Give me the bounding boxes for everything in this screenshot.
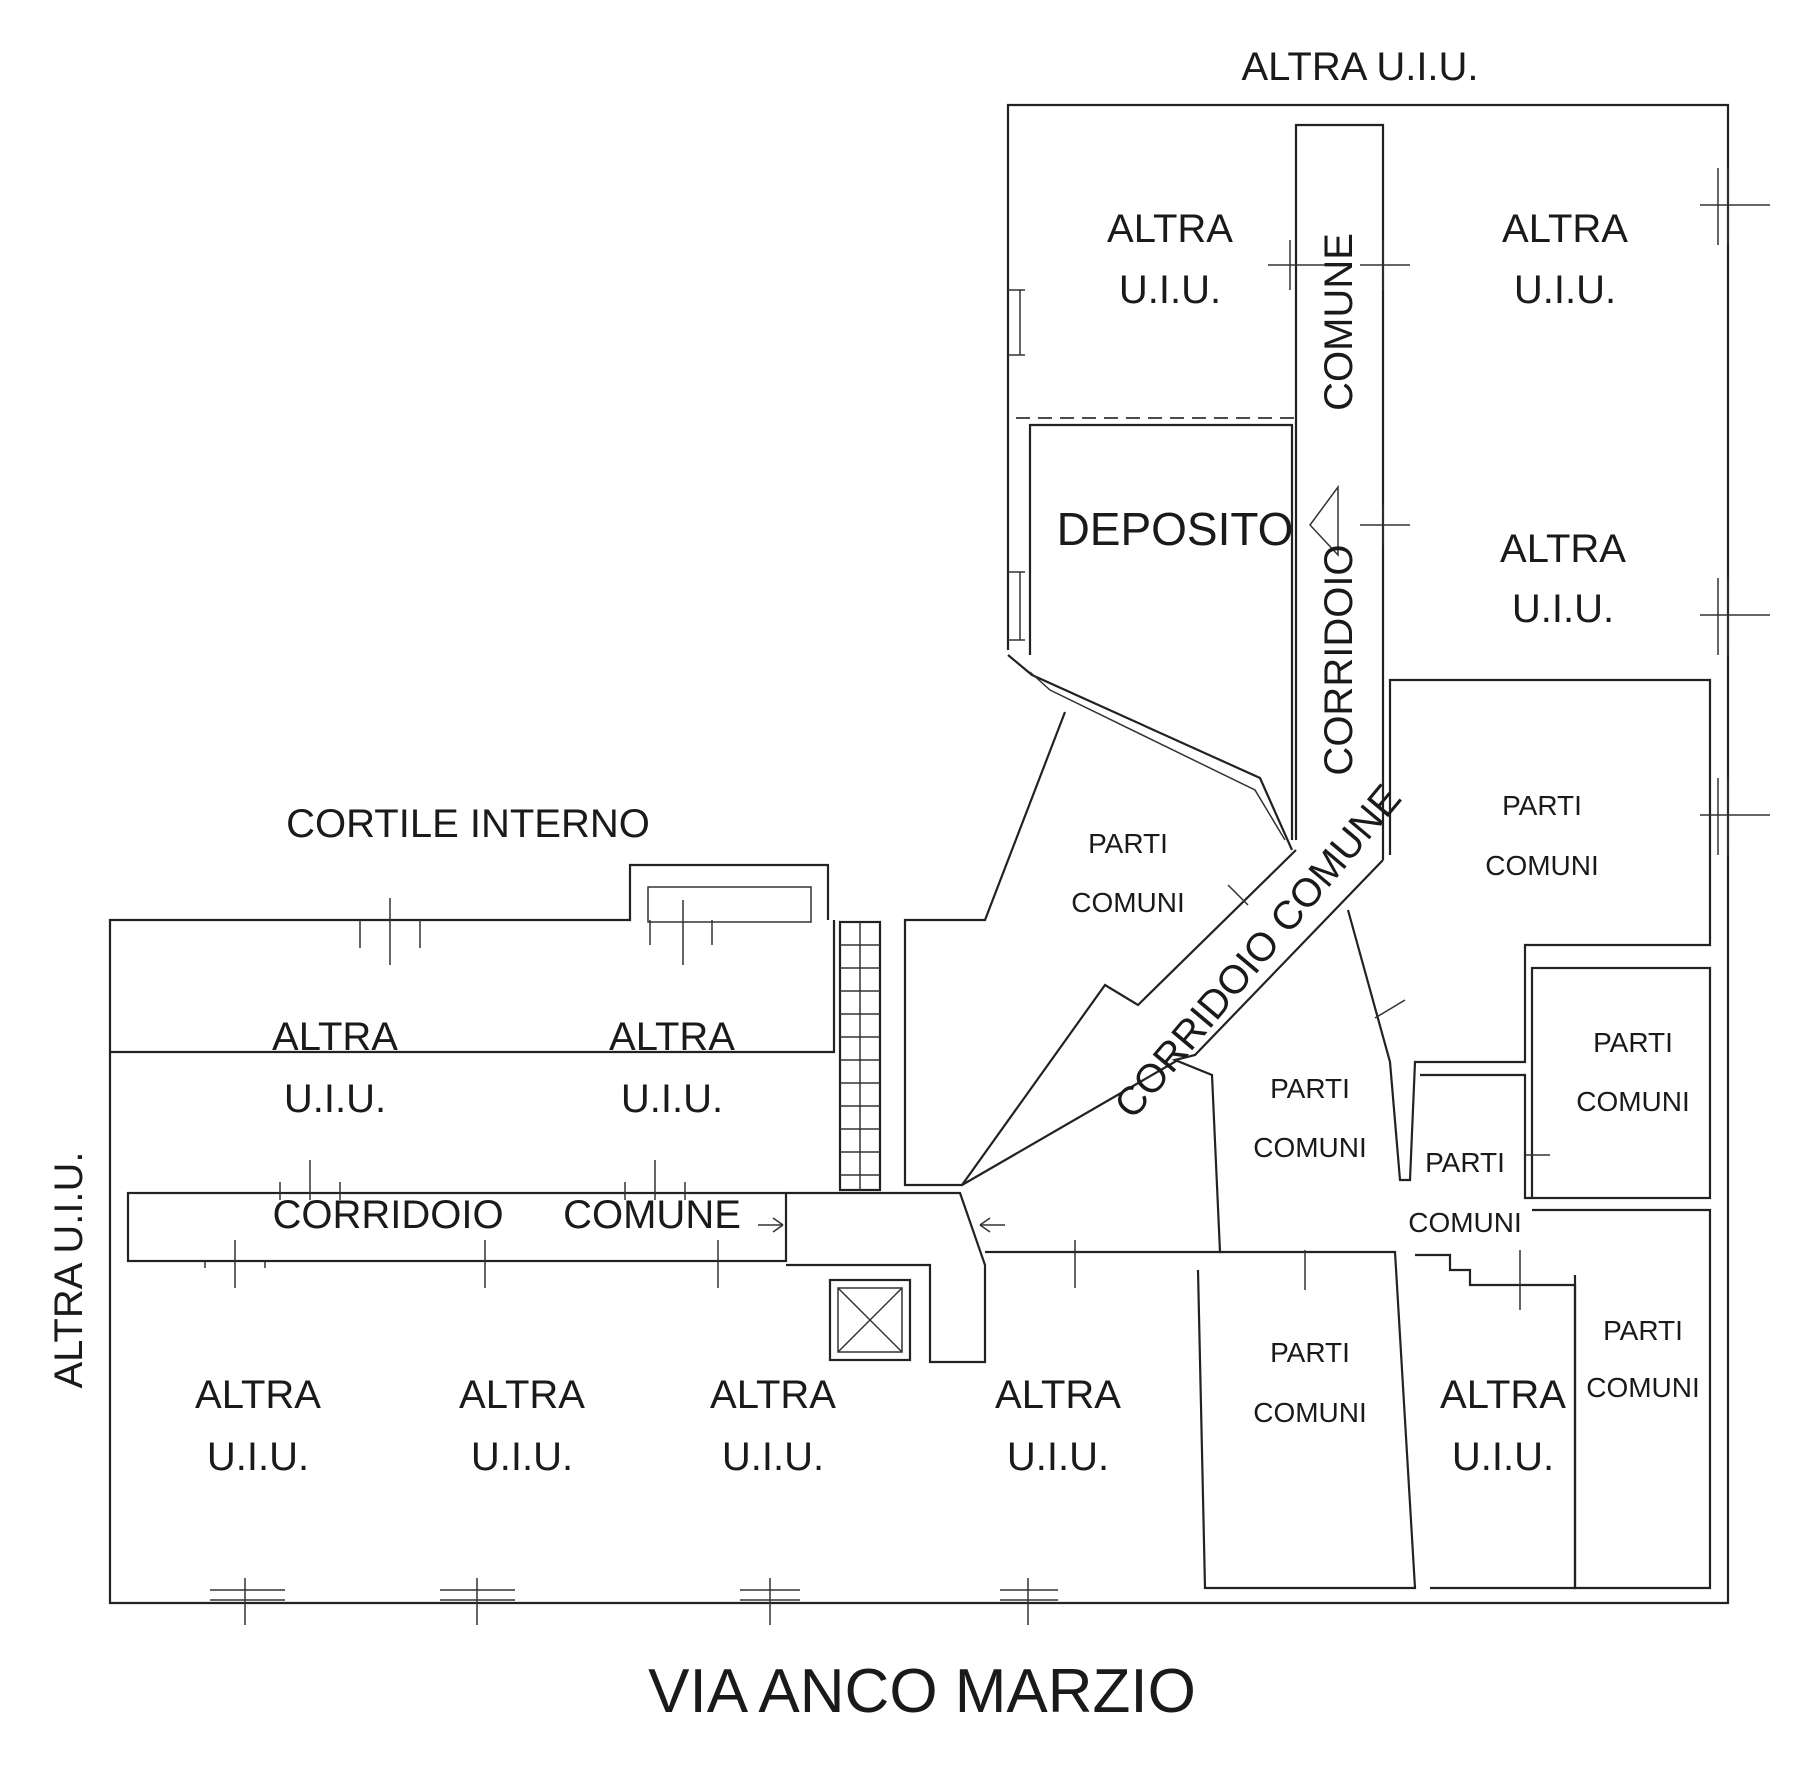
walls	[108, 103, 1730, 1605]
room-parti-3-line1: PARTI	[1270, 1073, 1350, 1104]
room-parti-7-line1: PARTI	[1603, 1315, 1683, 1346]
room-altra-8-line1: ALTRA	[710, 1373, 836, 1417]
room-altra-3-line2: U.I.U.	[1512, 587, 1614, 631]
parti-comuni-upper-right	[1346, 678, 1712, 1182]
room-altra-9-line1: ALTRA	[995, 1373, 1121, 1417]
label-cortile-interno: CORTILE INTERNO	[286, 802, 650, 846]
room-altra-10-line2: U.I.U.	[1452, 1435, 1554, 1479]
room-altra-5-line1: ALTRA	[609, 1015, 735, 1059]
room-parti-4-line2: COMUNI	[1576, 1086, 1690, 1117]
courtyard-notch	[647, 886, 812, 923]
room-parti-6-line1: PARTI	[1270, 1337, 1350, 1368]
room-parti-2-line2: COMUNI	[1485, 850, 1599, 881]
corridor-vertical-corridoio: CORRIDOIO	[1317, 544, 1361, 775]
room-altra-6-line1: ALTRA	[195, 1373, 321, 1417]
room-parti-6-line2: COMUNI	[1253, 1397, 1367, 1428]
elevator	[828, 1278, 912, 1362]
room-parti-4-line1: PARTI	[1593, 1027, 1673, 1058]
room-altra-4-line1: ALTRA	[272, 1015, 398, 1059]
left-wing-outline	[108, 863, 836, 1054]
label-top-altra-uiu: ALTRA U.I.U.	[1241, 45, 1478, 89]
label-deposito: DEPOSITO	[1057, 503, 1294, 555]
deposito-room	[1028, 423, 1294, 840]
room-altra-10-line1: ALTRA	[1440, 1373, 1566, 1417]
room-parti-7-line2: COMUNI	[1586, 1372, 1700, 1403]
altra-uiu-bottom-right-room	[1415, 1253, 1577, 1590]
room-altra-7-line1: ALTRA	[459, 1373, 585, 1417]
label-street: VIA ANCO MARZIO	[648, 1657, 1196, 1726]
room-parti-5-line1: PARTI	[1425, 1147, 1505, 1178]
parti-comuni-mid-outline	[903, 711, 1297, 1187]
room-parti-1-line2: COMUNI	[1071, 887, 1185, 918]
room-altra-6-line2: U.I.U.	[207, 1435, 309, 1479]
left-corridor	[126, 1191, 788, 1263]
room-altra-5-line2: U.I.U.	[621, 1077, 723, 1121]
vertical-corridor	[1294, 123, 1385, 860]
room-parti-3-line2: COMUNI	[1253, 1132, 1367, 1163]
parti-comuni-bottom-left-room	[1196, 1250, 1417, 1590]
room-altra-1-line1: ALTRA	[1107, 207, 1233, 251]
labels: ALTRA U.I.U. ALTRA U.I.U. VIA ANCO MARZI…	[47, 45, 1700, 1726]
left-wing-bottom	[108, 1052, 1008, 1605]
room-altra-1-line2: U.I.U.	[1119, 268, 1221, 312]
corridor-left-word2: COMUNE	[563, 1193, 741, 1237]
room-altra-8-line2: U.I.U.	[722, 1435, 824, 1479]
room-parti-1-line1: PARTI	[1088, 828, 1168, 859]
stair-steps	[840, 922, 880, 1190]
room-altra-4-line2: U.I.U.	[284, 1077, 386, 1121]
room-parti-2-line1: PARTI	[1502, 790, 1582, 821]
deposito-slant	[1007, 654, 1294, 851]
room-altra-7-line2: U.I.U.	[471, 1435, 573, 1479]
room-altra-3-line1: ALTRA	[1500, 527, 1626, 571]
room-altra-2-line2: U.I.U.	[1514, 268, 1616, 312]
openings	[204, 168, 1770, 1625]
deposito-slant-inner	[1029, 671, 1286, 841]
label-left-altra-uiu: ALTRA U.I.U.	[47, 1151, 91, 1388]
room-altra-2-line1: ALTRA	[1502, 207, 1628, 251]
diagonal-corridor-lower	[961, 1059, 1179, 1186]
right-wing-outline	[1006, 103, 1730, 1605]
corridor-left-word1: CORRIDOIO	[272, 1193, 503, 1237]
left-corridor-end	[786, 1191, 987, 1364]
diagonal-corridor	[985, 859, 1384, 1254]
corridor-vertical-comune: COMUNE	[1317, 233, 1361, 411]
parti-comuni-small	[1420, 1073, 1532, 1200]
room-altra-9-line2: U.I.U.	[1007, 1435, 1109, 1479]
parti-comuni-box-right	[1530, 966, 1712, 1200]
room-parti-5-line2: COMUNI	[1408, 1207, 1522, 1238]
